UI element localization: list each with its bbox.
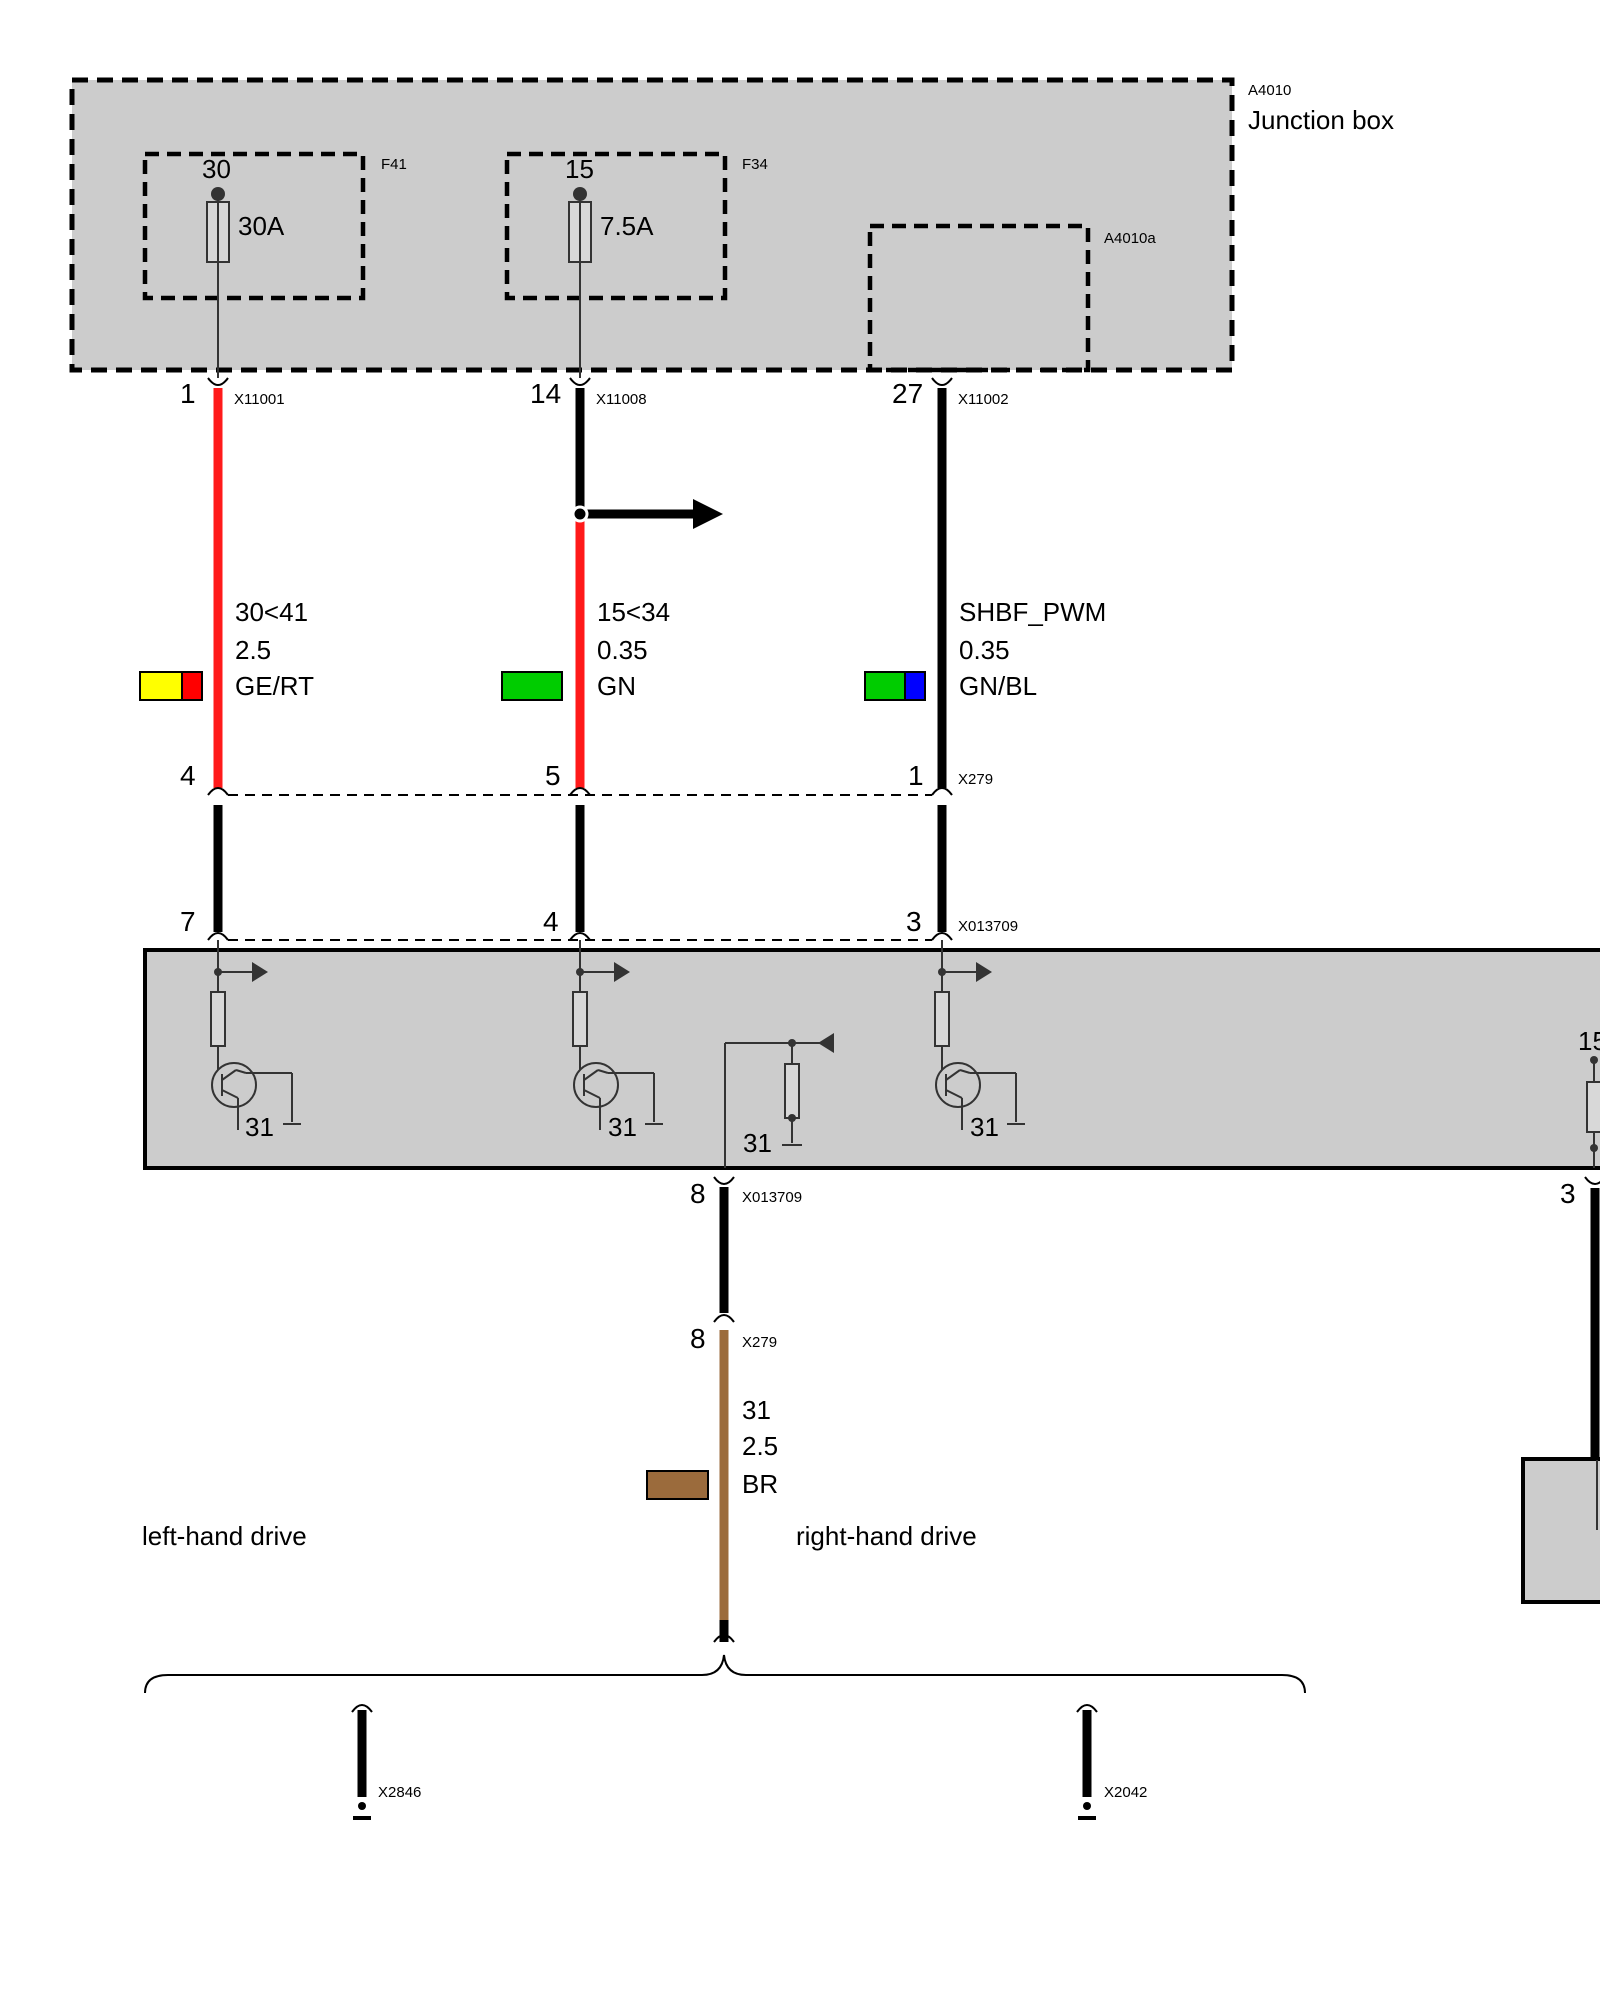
pin-label: 14 <box>530 378 561 409</box>
connector-ref: X279 <box>742 1334 777 1351</box>
arrow-right-icon <box>252 962 268 982</box>
pin-label: 7 <box>180 906 196 937</box>
resistor-icon <box>934 991 950 1047</box>
wire-color-code: GN/BL <box>959 671 1037 701</box>
fuse-f34-terminal: 15 <box>565 154 594 184</box>
wire-cross-section: 2.5 <box>742 1431 778 1461</box>
connector-x013709-lower: 8 X013709 <box>690 1176 802 1209</box>
fuse-f34-rating: 7.5A <box>600 211 654 241</box>
wire-color-code: GE/RT <box>235 671 314 701</box>
wire-cross-section: 0.35 <box>959 635 1010 665</box>
ground-ref: X2846 <box>378 1784 421 1801</box>
connector-x11001: 1 X11001 <box>180 377 285 409</box>
fuse-f41-rating: 30A <box>238 211 285 241</box>
pin-label: 3 <box>906 906 922 937</box>
wire-color-swatch-red <box>181 671 203 701</box>
fuse-f41-terminal: 30 <box>202 154 231 184</box>
fuse-f34-ref: F34 <box>742 156 768 173</box>
sub-module-a4010a <box>867 223 1091 373</box>
output-stage-2: 31 <box>572 940 663 1142</box>
control-module <box>143 948 1600 1170</box>
connector-ref: X013709 <box>958 918 1018 935</box>
wire-color-swatch-yellow <box>139 671 183 701</box>
pin-label: 4 <box>180 760 196 791</box>
junction-box-ref: A4010 <box>1248 82 1291 99</box>
wire-signal-label: 30<41 <box>235 597 308 627</box>
connector-x279-lower: 8 X279 <box>690 1314 777 1354</box>
junction-box-title: Junction box <box>1248 105 1394 135</box>
pin-label: 8 <box>690 1323 706 1354</box>
ground-ref: X2042 <box>1104 1784 1147 1801</box>
transistor-icon <box>573 1062 619 1108</box>
left-hand-drive-label: left-hand drive <box>142 1521 307 1551</box>
splice-dot <box>571 505 589 523</box>
right-hand-drive-label: right-hand drive <box>796 1521 977 1551</box>
right-component <box>1521 1457 1600 1604</box>
ground-stage: 31 <box>724 1033 834 1168</box>
wire-signal-label: 31 <box>742 1395 771 1425</box>
output-stage-1: 31 <box>210 940 301 1142</box>
variant-brace <box>144 1654 1306 1694</box>
resistor-icon <box>784 1063 800 1119</box>
junction-box <box>69 77 1235 373</box>
connector-x013709-upper: 7 4 3 X013709 <box>180 906 1018 941</box>
connector-x11002: 27 X11002 <box>892 377 1009 409</box>
ground-point-x2042: X2042 <box>1076 1704 1147 1820</box>
connector-ref: X11002 <box>958 391 1009 408</box>
arrow-right-icon <box>614 962 630 982</box>
connector-x279: 4 5 1 X279 <box>180 760 993 796</box>
fuse-f41-ref: F41 <box>381 156 407 173</box>
wire-color-swatch-brown <box>646 1470 709 1500</box>
wire-cross-section: 0.35 <box>597 635 648 665</box>
ground-label: 31 <box>743 1128 772 1158</box>
connector-ref: X279 <box>958 771 993 788</box>
wire-cross-section: 2.5 <box>235 635 271 665</box>
output-stage-3: 31 <box>934 940 1025 1142</box>
wire-color-swatch-blue <box>904 671 926 701</box>
fuse-f41-housing <box>142 151 366 301</box>
wire-color-swatch-green <box>864 671 906 701</box>
ground-label: 31 <box>608 1112 637 1142</box>
resistor-icon <box>210 991 226 1047</box>
resistor-icon <box>1586 1081 1600 1133</box>
connector-ref: X013709 <box>742 1189 802 1206</box>
ground-point-x2846: X2846 <box>351 1704 421 1820</box>
pin-label: 4 <box>543 906 559 937</box>
wire-break-icon <box>713 1634 735 1643</box>
connector-x11008: 14 X11008 <box>530 377 647 409</box>
pin-label: 1 <box>908 760 924 791</box>
wire-signal-label: 15<34 <box>597 597 670 627</box>
sub-module-ref: A4010a <box>1104 230 1156 247</box>
transistor-icon <box>211 1062 257 1108</box>
wire-color-code: BR <box>742 1469 778 1499</box>
connector-ref: X11001 <box>234 391 285 408</box>
ground-label: 31 <box>970 1112 999 1142</box>
wire-color-swatch-green <box>501 671 563 701</box>
pin-label: 3 <box>1560 1178 1576 1209</box>
fuse-f34-housing <box>504 151 728 301</box>
branch-arrow-icon <box>693 499 723 529</box>
resistor-icon <box>572 991 588 1047</box>
right-partial-stage: 15 <box>1578 1026 1600 1168</box>
wire-signal-label: SHBF_PWM <box>959 597 1106 627</box>
wire-color-code: GN <box>597 671 636 701</box>
connector-right <box>1584 1176 1600 1185</box>
pin-label: 27 <box>892 378 923 409</box>
connector-ref: X11008 <box>596 391 647 408</box>
pin-label: 1 <box>180 378 196 409</box>
ground-label: 31 <box>245 1112 274 1142</box>
transistor-icon <box>935 1062 981 1108</box>
arrow-right-icon <box>976 962 992 982</box>
pin-label: 8 <box>690 1178 706 1209</box>
pin-label: 5 <box>545 760 561 791</box>
partial-label: 15 <box>1578 1026 1600 1056</box>
arrow-left-icon <box>818 1033 834 1053</box>
